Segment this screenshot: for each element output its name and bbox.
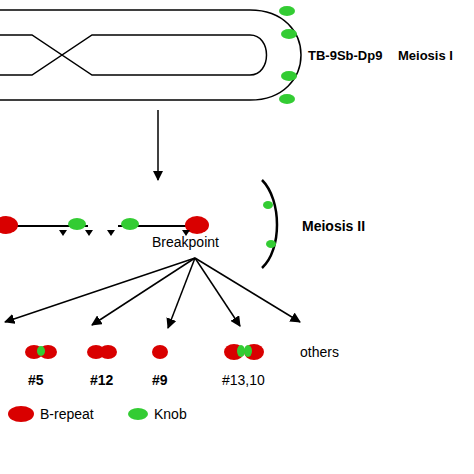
label: Meiosis I: [398, 48, 453, 64]
fan-arrows: [5, 258, 300, 328]
label: #12: [90, 372, 113, 388]
legend-text: B-repeat: [40, 406, 94, 422]
legend-text: Knob: [154, 406, 187, 422]
label: #5: [28, 372, 44, 388]
arrow: [157, 110, 159, 180]
label: others: [300, 344, 339, 360]
label: Breakpoint: [152, 234, 219, 250]
label: #13,10: [222, 372, 265, 388]
label: #9: [152, 372, 168, 388]
label: Meiosis II: [302, 218, 365, 234]
legend-swatch: [8, 406, 34, 422]
chromatids: [0, 180, 277, 268]
knob: [279, 6, 297, 104]
chromosome-pair: [0, 10, 301, 100]
label: TB-9Sb-Dp9: [308, 48, 382, 64]
legend-swatch: [128, 408, 148, 420]
products: [25, 344, 264, 360]
